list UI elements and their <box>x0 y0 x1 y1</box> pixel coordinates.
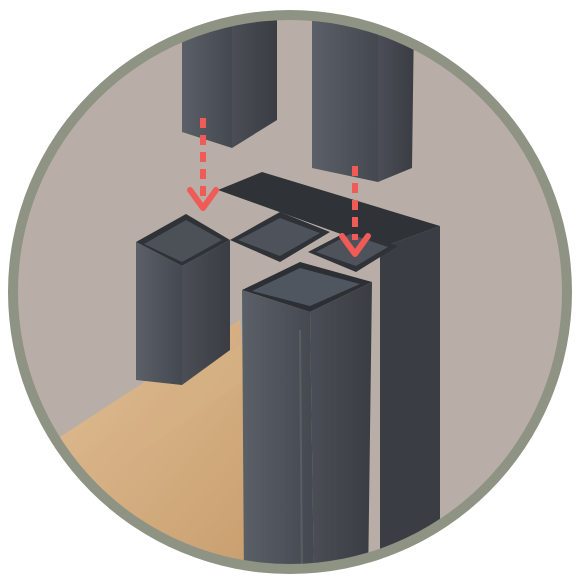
top-cap-left <box>182 18 277 148</box>
post-front <box>242 262 372 585</box>
post-left <box>136 214 230 385</box>
